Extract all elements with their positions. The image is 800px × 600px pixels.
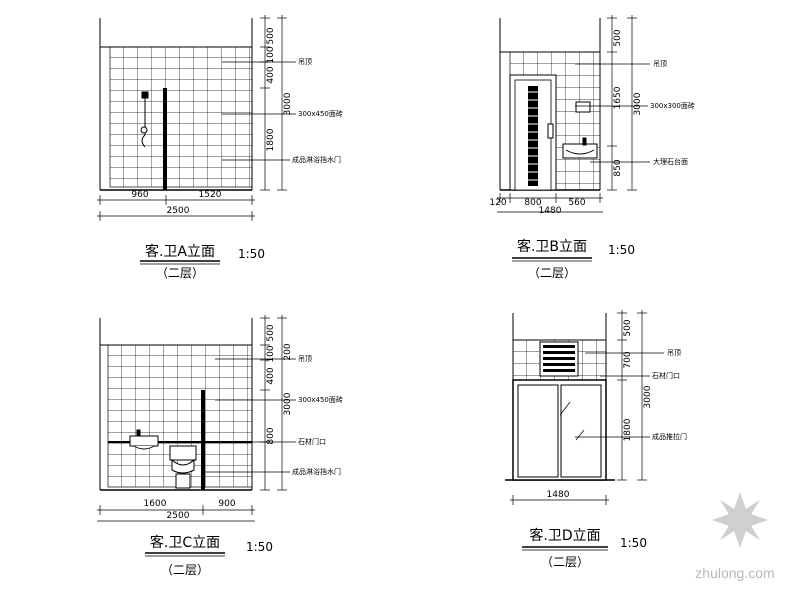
dimension-horizontal xyxy=(510,495,609,505)
subtitle-d: （二层） xyxy=(541,555,589,569)
dim-1600: 1600 xyxy=(144,499,167,509)
note-stone-door: 石材门口 xyxy=(652,371,680,380)
note-tile: 300x300面砖 xyxy=(650,101,695,110)
leader-lines xyxy=(575,63,650,163)
dim-1480: 1480 xyxy=(539,206,562,216)
dim-2500: 2500 xyxy=(167,206,190,216)
sliding-door-right xyxy=(560,384,602,478)
title-c: 客.卫C立面 xyxy=(150,534,220,551)
shower-set xyxy=(140,91,149,148)
note-shower-door: 成品淋浴挡水门 xyxy=(292,155,341,164)
dim-500: 500 xyxy=(266,324,276,341)
dim-1650: 1650 xyxy=(613,86,623,109)
sliding-door-left xyxy=(517,384,559,478)
subtitle-c: （二层） xyxy=(161,563,209,577)
dim-120: 120 xyxy=(489,198,506,208)
dim-1520: 1520 xyxy=(199,190,222,200)
scale-a: 1:50 xyxy=(238,247,265,261)
note-tile: 300x450面砖 xyxy=(298,109,343,118)
dimension-vertical xyxy=(260,315,287,491)
vanity-icon xyxy=(129,429,159,450)
leader-lines xyxy=(575,352,664,438)
dim-3000: 3000 xyxy=(283,92,293,115)
watermark-text: zhulong.com xyxy=(695,565,774,581)
elevation-b: 500 1650 3000 850 120 800 560 1480 吊顶 30… xyxy=(489,15,695,280)
note-ceiling: 吊顶 xyxy=(667,349,681,357)
dimension-horizontal xyxy=(97,195,255,221)
dim-1480: 1480 xyxy=(547,490,570,500)
note-tile: 300x450面砖 xyxy=(298,395,343,404)
dim-800: 800 xyxy=(524,198,541,208)
watermark: zhulong.com xyxy=(695,492,775,581)
dim-1800: 1800 xyxy=(623,418,633,441)
title-d: 客.卫D立面 xyxy=(529,527,600,544)
dim-560: 560 xyxy=(568,198,585,208)
watermark-logo-icon xyxy=(712,492,768,548)
note-sliding-door: 成品推拉门 xyxy=(652,432,687,441)
elevation-c: 500 200 100 400 3000 800 1600 900 2500 吊… xyxy=(97,315,343,577)
glass-partition xyxy=(201,390,205,490)
subtitle-b: （二层） xyxy=(528,266,576,280)
door-louver-slats xyxy=(528,91,538,181)
dimension-horizontal xyxy=(97,505,255,522)
dim-2500: 2500 xyxy=(167,511,190,521)
note-countertop: 大理石台面 xyxy=(653,157,688,166)
note-ceiling: 吊顶 xyxy=(298,355,312,363)
tile-grid xyxy=(109,46,253,188)
dim-500: 500 xyxy=(623,319,633,336)
dim-500: 500 xyxy=(266,27,276,44)
elevation-d: 500 700 3000 1800 1480 吊顶 石材门口 成品推拉门 客.卫… xyxy=(505,310,687,569)
dimension-horizontal xyxy=(497,193,603,213)
subtitle-a: （二层） xyxy=(156,266,204,280)
toilet-icon xyxy=(169,445,197,489)
dim-1800: 1800 xyxy=(266,128,276,151)
dim-900: 900 xyxy=(218,499,235,509)
dim-200: 200 xyxy=(283,343,293,360)
dim-800: 800 xyxy=(266,427,276,444)
dimension-vertical xyxy=(607,15,637,191)
dim-400: 400 xyxy=(266,66,276,83)
dim-3000: 3000 xyxy=(643,385,653,408)
door-louver xyxy=(528,86,538,186)
title-a: 客.卫A立面 xyxy=(145,243,215,260)
dimension-vertical xyxy=(617,310,647,481)
dim-3000: 3000 xyxy=(283,392,293,415)
leader-lines xyxy=(222,61,296,161)
dim-400: 400 xyxy=(266,367,276,384)
door-handle-icon xyxy=(547,123,554,139)
leader-lines xyxy=(205,358,296,473)
basin-icon xyxy=(562,101,598,159)
note-stone-door: 石材门口 xyxy=(298,437,326,446)
dim-500: 500 xyxy=(613,29,623,46)
dim-100: 100 xyxy=(266,345,276,362)
vent-icon xyxy=(539,341,579,377)
dim-850: 850 xyxy=(613,159,623,176)
tile-grid xyxy=(107,344,253,488)
scale-d: 1:50 xyxy=(620,536,647,550)
note-shower-door: 成品淋浴挡水门 xyxy=(292,467,341,476)
dim-3000: 3000 xyxy=(633,92,643,115)
note-ceiling: 吊顶 xyxy=(653,60,667,68)
dim-700: 700 xyxy=(623,351,633,368)
scale-b: 1:50 xyxy=(608,243,635,257)
glass-partition xyxy=(163,88,167,190)
scale-c: 1:50 xyxy=(246,540,273,554)
note-ceiling: 吊顶 xyxy=(298,58,312,66)
dim-100: 100 xyxy=(266,46,276,63)
title-b: 客.卫B立面 xyxy=(517,238,587,255)
dim-960: 960 xyxy=(131,190,148,200)
elevation-a: 500 100 400 3000 1800 960 1520 2500 吊顶 3… xyxy=(97,15,343,280)
